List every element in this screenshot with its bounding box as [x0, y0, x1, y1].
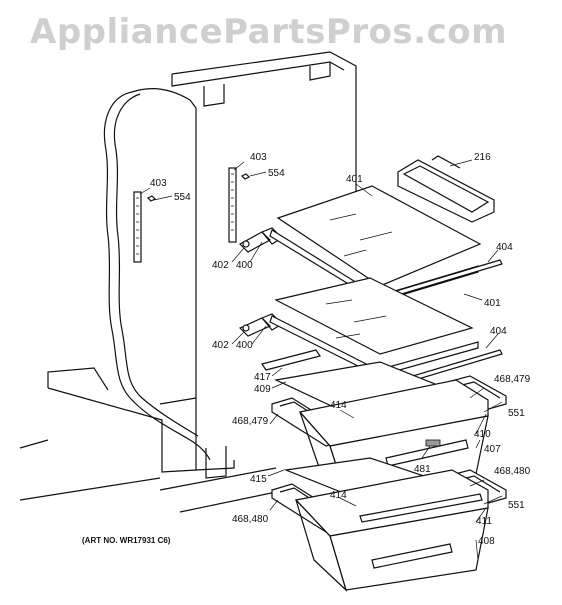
callout-402-upper: 402: [212, 260, 229, 271]
callout-400-upper: 400: [236, 260, 253, 271]
callout-468-479-left: 468,479: [232, 416, 269, 427]
callout-554-right: 554: [268, 168, 285, 179]
callout-481: 481: [414, 464, 431, 475]
shelf-ladder-right: [228, 167, 251, 243]
callout-468-479-right: 468,479: [494, 374, 531, 385]
leader-lines: [139, 159, 503, 561]
door-bin-216: [397, 155, 495, 223]
callout-401-upper: 401: [346, 174, 363, 185]
upper-shelf: [239, 185, 503, 303]
callout-404-upper: 404: [496, 242, 513, 253]
callout-468-480-left: 468,480: [232, 514, 269, 525]
watermark: AppliancePartsPros.com: [30, 12, 508, 52]
callout-414-lower: 414: [330, 490, 347, 501]
callout-403-left: 403: [150, 178, 167, 189]
callout-404-middle: 404: [490, 326, 507, 337]
callout-551-upper: 551: [508, 408, 525, 419]
cabinet-liner: [19, 51, 357, 513]
callout-414-upper: 414: [330, 400, 347, 411]
callout-407: 407: [484, 444, 501, 455]
callout-402-middle: 402: [212, 340, 229, 351]
callout-labels: 216 401 404 401 404 403 403 554 554 402 …: [82, 152, 531, 547]
art-number: (ART NO. WR17931 C6): [82, 536, 171, 545]
callout-401-middle: 401: [484, 298, 501, 309]
callout-410: 410: [474, 429, 491, 440]
callout-216: 216: [474, 152, 491, 163]
callout-415: 415: [250, 474, 267, 485]
callout-409: 409: [254, 384, 271, 395]
callout-417: 417: [254, 372, 271, 383]
callout-551-lower: 551: [508, 500, 525, 511]
callout-554-left: 554: [174, 192, 191, 203]
callout-468-480-right: 468,480: [494, 466, 531, 477]
shelf-ladder-left: [133, 191, 157, 263]
callout-400-middle: 400: [236, 340, 253, 351]
callout-408: 408: [478, 536, 495, 547]
callout-403-right: 403: [250, 152, 267, 163]
lower-crisper-drawer: [294, 469, 489, 592]
callout-411: 411: [476, 516, 492, 527]
